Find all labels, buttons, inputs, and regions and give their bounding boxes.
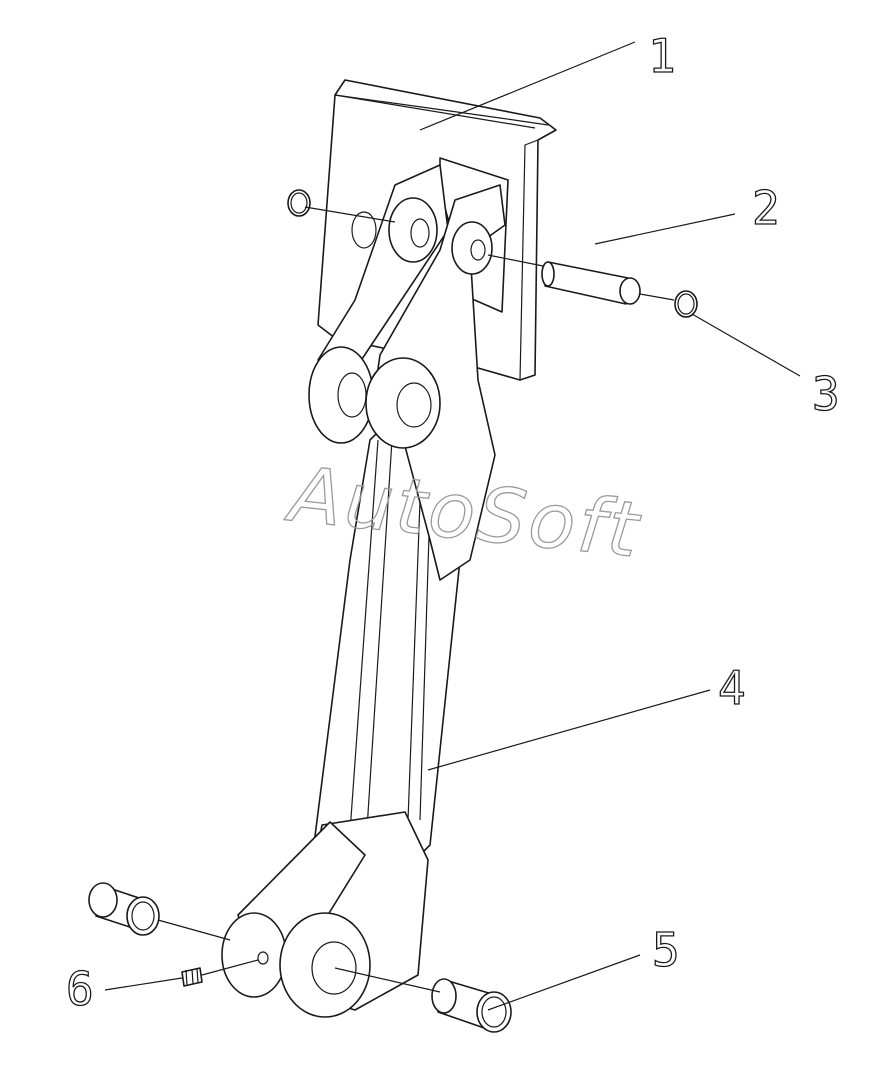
circlip-right [674, 290, 698, 318]
circlip-left [287, 189, 396, 223]
leader-lines [104, 41, 801, 1011]
pedal-arm [221, 164, 506, 1018]
pivot-pin [487, 254, 675, 305]
callout-3: 3 [812, 367, 840, 421]
callout-4: 4 [718, 661, 746, 715]
grease-fitting [181, 959, 259, 987]
callout-2: 2 [752, 181, 780, 235]
callout-5: 5 [652, 923, 680, 977]
bushing-right [334, 967, 512, 1033]
callout-6: 6 [66, 962, 94, 1016]
callout-1: 1 [648, 29, 676, 83]
bushing-left [88, 882, 231, 941]
watermark: AutoSoft [281, 449, 645, 575]
